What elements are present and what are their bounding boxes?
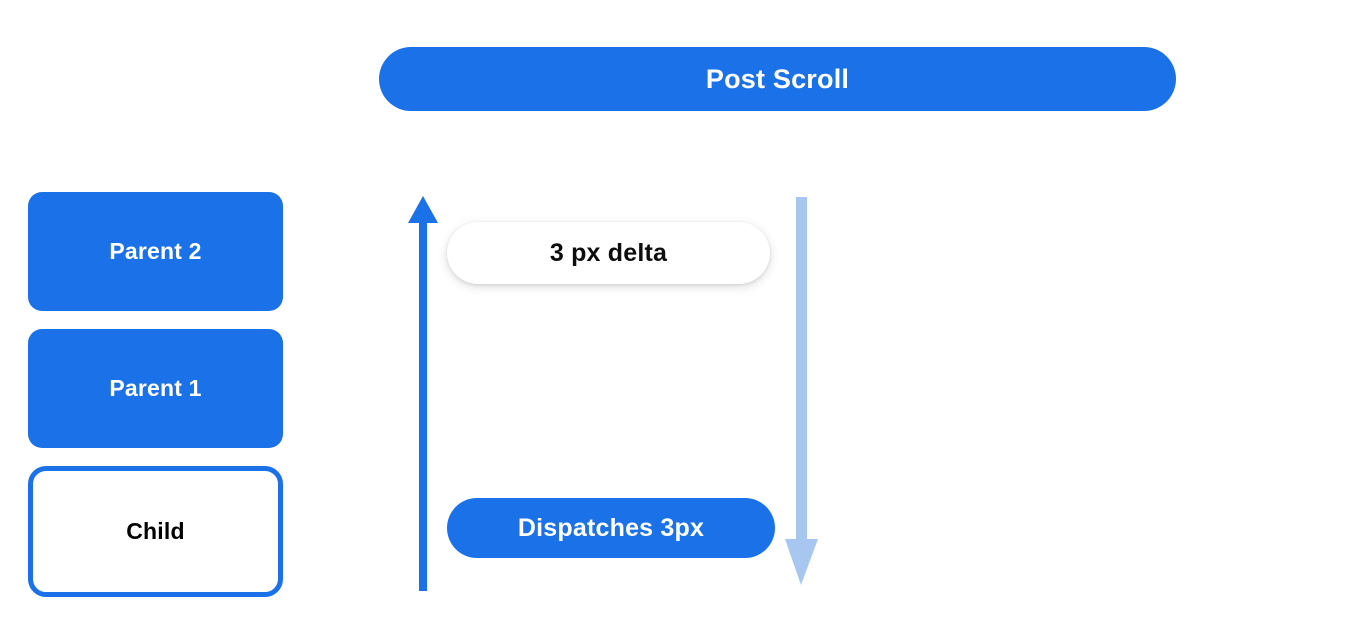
post-scroll-banner: Post Scroll bbox=[379, 47, 1176, 111]
stack-box-child: Child bbox=[28, 466, 283, 597]
post-scroll-banner-label: Post Scroll bbox=[705, 63, 850, 94]
down-arrow-icon bbox=[785, 197, 818, 585]
dispatch-pill: Dispatches 3px bbox=[447, 498, 775, 558]
delta-pill: 3 px delta bbox=[447, 222, 770, 284]
delta-pill-label: 3 px delta bbox=[549, 238, 668, 267]
stack-box-parent-1: Parent 1 bbox=[28, 329, 283, 448]
stack-box-parent-2: Parent 2 bbox=[28, 192, 283, 311]
stack-box-parent-1-label: Parent 1 bbox=[109, 375, 202, 401]
stack-box-child-label: Child bbox=[126, 518, 185, 544]
up-arrow-icon bbox=[408, 196, 438, 591]
stack-box-parent-2-label: Parent 2 bbox=[109, 238, 202, 264]
dispatch-pill-label: Dispatches 3px bbox=[517, 513, 705, 542]
